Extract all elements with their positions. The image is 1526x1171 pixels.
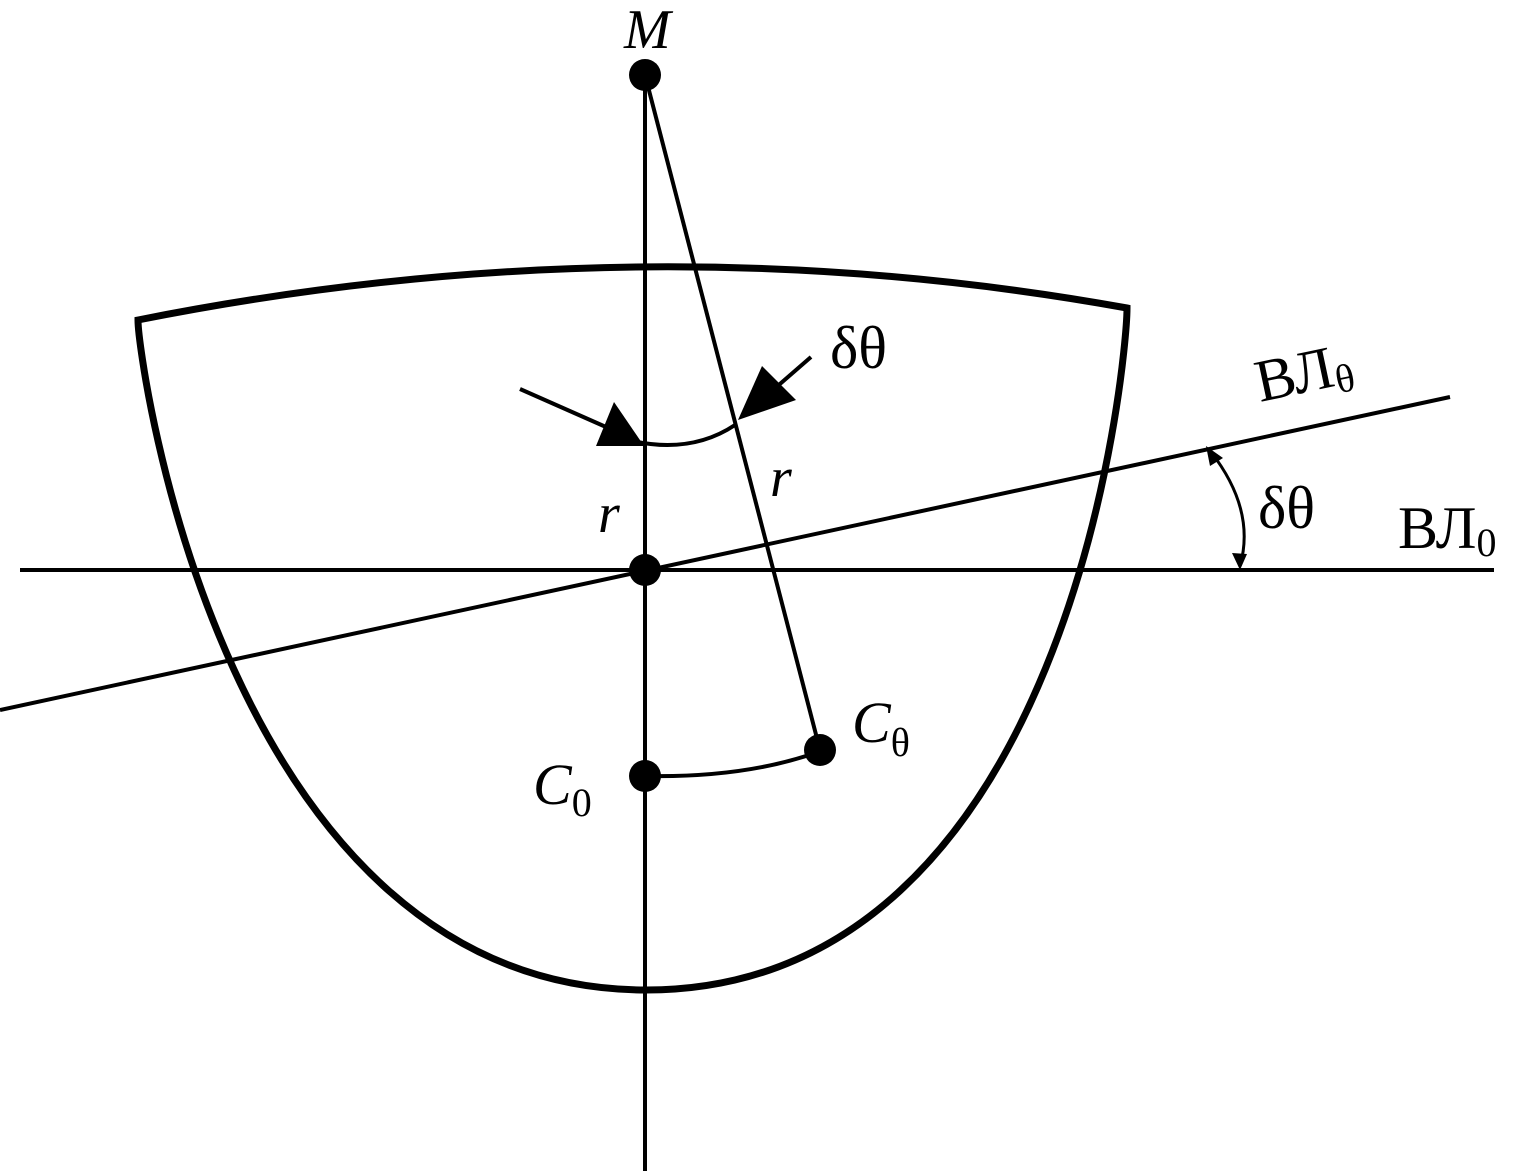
center-inclined-label: Cθ	[852, 690, 910, 765]
hull-outline	[134, 263, 1131, 994]
waterline-initial-label: ВЛ0	[1398, 495, 1496, 565]
radius-label-inclined: r	[770, 447, 792, 509]
angle-arc-right	[1209, 451, 1246, 567]
angle-arrowhead-right	[738, 366, 796, 420]
center-inclined-point	[804, 734, 836, 766]
angle-label-top: δθ	[830, 315, 887, 381]
angle-pointer-left	[519, 387, 607, 429]
center-initial-label: C0	[533, 752, 592, 825]
angle-arrowhead-left	[596, 402, 644, 446]
metacenter-label: M	[623, 0, 674, 61]
angle-arc-right-head-bottom	[1232, 553, 1247, 570]
angle-arc-right-head-top	[1206, 446, 1223, 466]
radius-line-inclined	[643, 74, 822, 751]
origin-point	[629, 554, 661, 586]
waterline-inclined-label: ВЛθ	[1249, 330, 1359, 419]
metacenter-point	[629, 59, 661, 91]
radius-label-vertical: r	[598, 483, 620, 545]
angle-label-right: δθ	[1258, 475, 1315, 541]
buoyancy-path-arc	[644, 750, 819, 779]
center-initial-point	[629, 760, 661, 792]
